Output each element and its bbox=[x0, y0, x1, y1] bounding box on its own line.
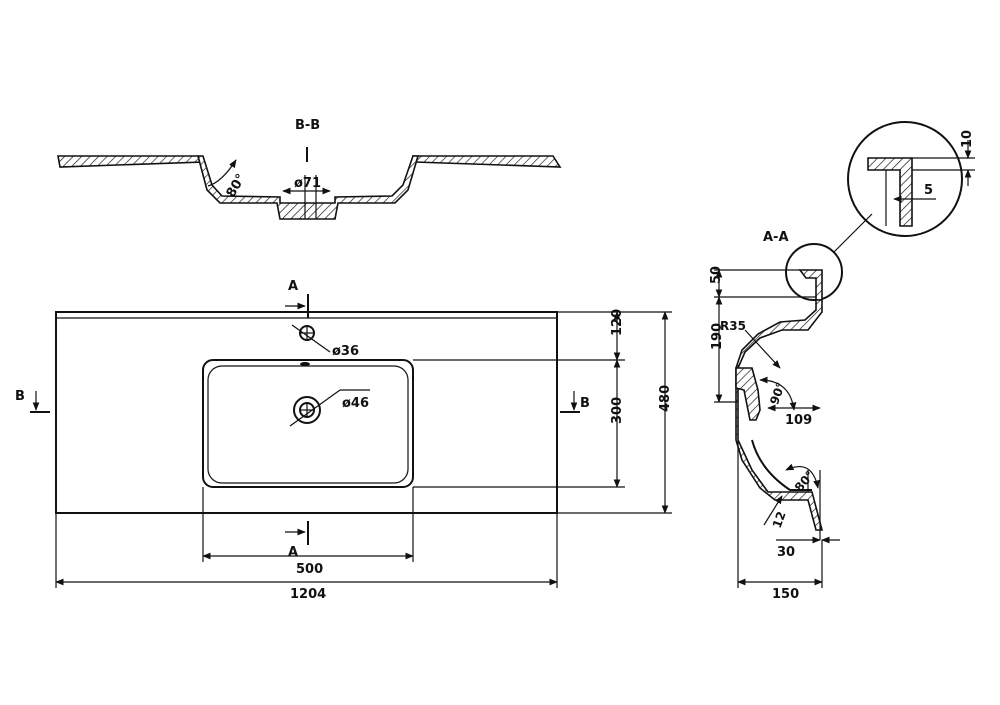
overflow-slot bbox=[300, 362, 310, 366]
dim-300-label: 300 bbox=[610, 397, 625, 424]
bb-bowl-wall bbox=[196, 155, 420, 220]
tap-hole-d36-label: ø36 bbox=[332, 344, 359, 359]
plan-view: ø36 ø46 A A B B 120 300 480 bbox=[15, 279, 673, 602]
bb-right-ledge bbox=[411, 155, 562, 168]
bb-angle-arc bbox=[207, 159, 237, 187]
aa-drain-boss bbox=[735, 367, 761, 421]
drain-d46-label: ø46 bbox=[342, 396, 369, 411]
drain-outer-circle bbox=[293, 396, 321, 424]
section-bb-title: B-B bbox=[295, 118, 320, 133]
bb-d71-label: ø71 bbox=[294, 176, 321, 191]
detail-dim-10-label: 10 bbox=[960, 130, 975, 148]
detail-rim-hatch bbox=[867, 157, 913, 227]
aa-angle90-label: 90° bbox=[767, 380, 788, 406]
bb-left-ledge bbox=[57, 155, 205, 168]
aa-top-rim bbox=[798, 269, 823, 301]
section-bb-view: B-B ø71 80° bbox=[57, 118, 562, 220]
plan-outline bbox=[55, 311, 558, 514]
aa-r35-label: R35 bbox=[720, 319, 746, 333]
aa-dim-12-leader bbox=[763, 495, 783, 526]
aa-dim-12-label: 12 bbox=[770, 510, 789, 530]
aa-dim-190-label: 190 bbox=[710, 323, 725, 350]
tap-hole-leader bbox=[291, 324, 331, 353]
dim-120-label: 120 bbox=[610, 309, 625, 336]
aa-dim-30-label: 30 bbox=[777, 545, 795, 560]
dim-1204-label: 1204 bbox=[290, 587, 326, 602]
aa-bowl-body bbox=[735, 299, 824, 531]
dim-500-label: 500 bbox=[296, 562, 323, 577]
section-b-right-label: B bbox=[580, 396, 590, 411]
section-b-left-label: B bbox=[15, 389, 25, 404]
plan-bowl-inner bbox=[207, 365, 409, 484]
aa-r35-leader bbox=[744, 329, 781, 369]
section-aa-title: A-A bbox=[763, 230, 789, 245]
section-a-bottom-label: A bbox=[288, 545, 298, 560]
section-a-top-label: A bbox=[288, 279, 298, 294]
plan-bowl-outer bbox=[202, 359, 414, 488]
aa-angle80-arc bbox=[785, 463, 820, 489]
aa-dim-109-label: 109 bbox=[785, 413, 812, 428]
aa-dim-150-label: 150 bbox=[772, 587, 799, 602]
detail-dim-5-label: 5 bbox=[924, 183, 933, 198]
aa-dim-50-label: 50 bbox=[709, 266, 724, 284]
drain-leader bbox=[289, 389, 341, 427]
aa-inner-curve bbox=[751, 439, 812, 491]
section-aa-view: A-A 10 5 50 190 R35 90° 1 bbox=[709, 121, 975, 602]
dim-480-label: 480 bbox=[658, 385, 673, 412]
detail-small-circle bbox=[785, 243, 843, 301]
detail-large-circle bbox=[847, 121, 963, 237]
